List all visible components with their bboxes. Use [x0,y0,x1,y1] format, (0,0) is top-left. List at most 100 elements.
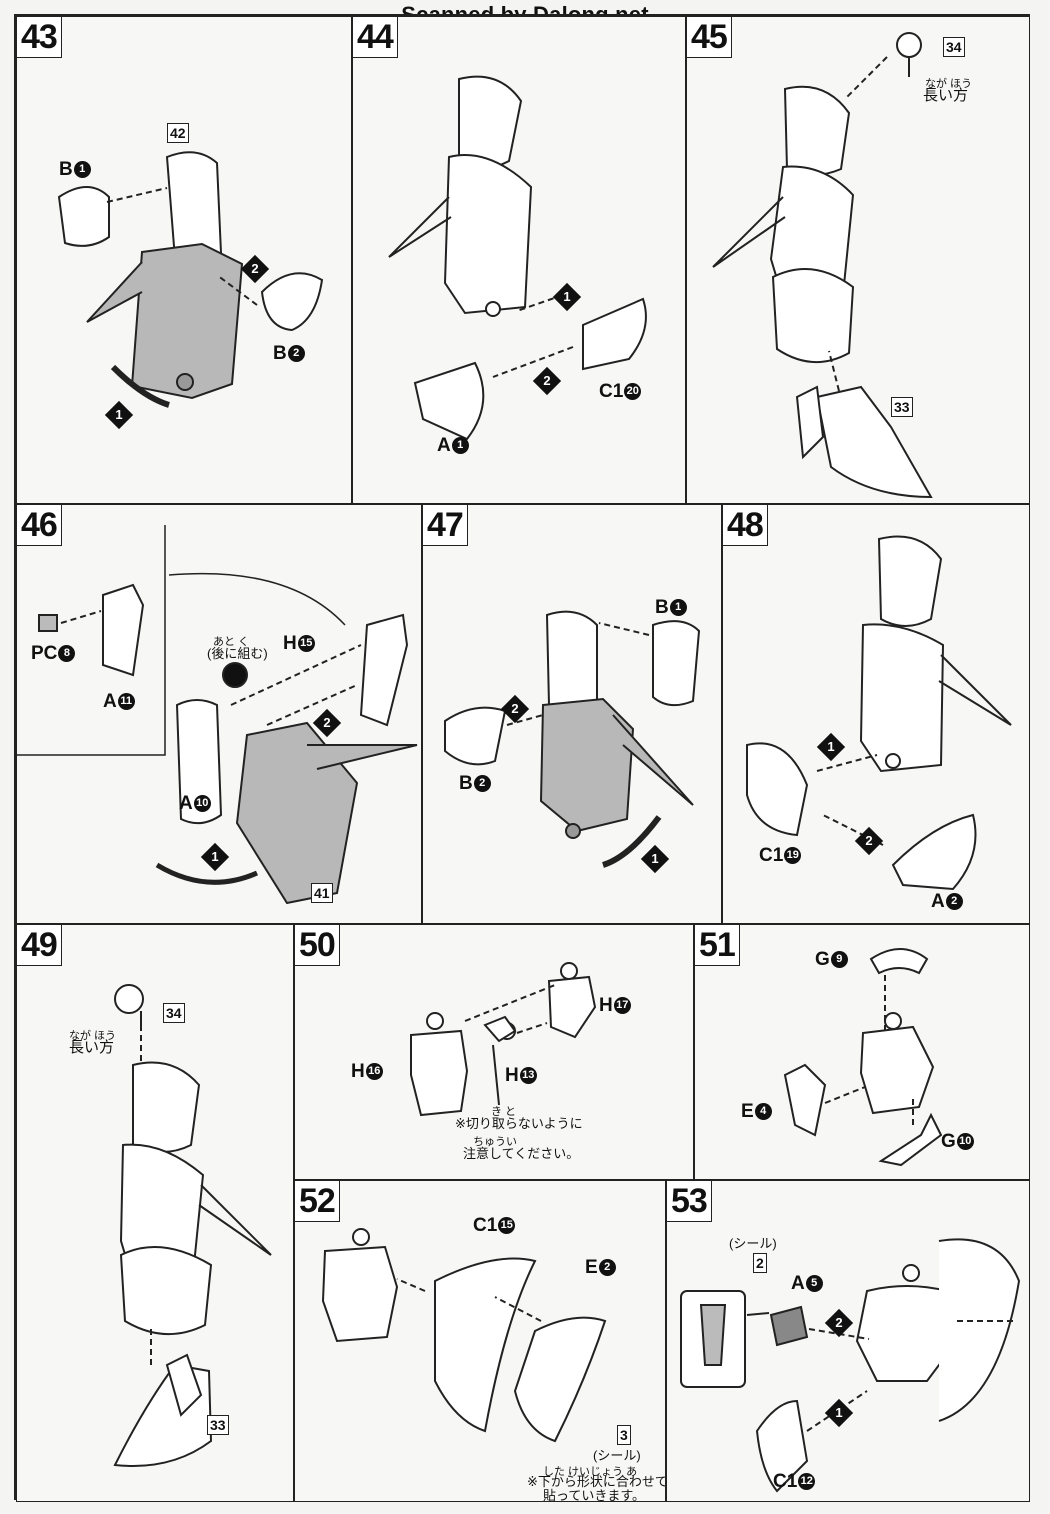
part-letter: H [283,633,297,654]
part-letter: A [791,1273,805,1294]
step-49: 49 34 なが ほう 長い方 33 [16,924,294,1502]
step-44-drawing [388,75,647,441]
part-letter: G [815,949,830,970]
part-number: 12 [798,1473,816,1491]
step-49-drawing [113,984,272,1467]
part-number: 2 [598,1259,616,1277]
seal-label: (シール) [593,1448,641,1463]
step-number: 48 [723,505,768,546]
part-number: 4 [754,1103,772,1121]
part-number: 1 [73,161,91,179]
part-letter: H [351,1061,365,1082]
step-number: 46 [17,505,62,546]
order-marker-1: 1 [816,732,846,762]
ruby-text: した けいじょう あ [543,1466,638,1478]
part-number: 15 [498,1217,516,1235]
part-number: 20 [624,383,642,401]
part-number: 10 [193,795,211,813]
step-number: 44 [353,17,398,58]
order-marker-1: 1 [824,1398,854,1428]
step-number: 49 [17,925,62,966]
note-assemble-later: (後に組む) [207,646,268,661]
note-long-side: 長い方 [69,1039,115,1056]
ref-part-33: 33 [891,397,913,417]
part-letter: B [59,159,73,180]
part-letter: A [437,435,451,456]
order-marker-2: 2 [854,826,884,856]
note-apply-from-bottom: ※下から形状に合わせて [527,1474,666,1489]
part-number: 1 [669,599,687,617]
part-letter: A [931,891,945,912]
part-number: 16 [365,1063,383,1081]
order-marker-1: 1 [552,282,582,312]
order-marker-1: 1 [200,842,230,872]
step-number: 47 [423,505,468,546]
step-number: 51 [695,925,740,966]
step-48-drawing [746,535,1012,891]
step-51-drawing [783,948,943,1167]
part-letter: C1 [773,1471,798,1492]
note-do-not-cut: ※切り取らないように [455,1116,583,1131]
part-letter: E [585,1257,598,1278]
ref-part-34: 34 [163,1003,185,1023]
part-letter: PC [31,643,58,664]
note-long-side: 長い方 [923,87,969,104]
ruby-text: なが ほう [69,1030,117,1042]
seal-ref-2: 2 [753,1253,767,1273]
step-47-drawing [444,610,701,868]
ref-part-42: 42 [167,123,189,143]
seal-label: (シール) [729,1236,777,1251]
note-be-careful: 注意してください。 [463,1146,580,1161]
part-letter: B [459,773,473,794]
order-marker-2: 2 [312,708,342,738]
part-letter: A [179,793,193,814]
part-number: 19 [784,847,802,865]
ref-part-34: 34 [943,37,965,57]
step-45-drawing [712,32,933,499]
ruby-text: ちゅうい [473,1136,517,1148]
part-number: 15 [297,635,315,653]
ref-part-41: 41 [311,883,333,903]
part-number: 17 [613,997,631,1015]
part-letter: G [941,1131,956,1152]
ruby-text: なが ほう [925,78,973,90]
part-number: 10 [956,1133,974,1151]
part-number: 11 [117,693,135,711]
step-number: 53 [667,1181,712,1222]
part-number: 2 [287,345,305,363]
part-number: 9 [830,951,848,969]
part-number: 8 [58,645,76,663]
step-number: 50 [295,925,340,966]
ruby-text: き と [491,1106,517,1118]
ref-part-33: 33 [207,1415,229,1435]
part-letter: B [655,597,669,618]
note-stick: 貼っていきます。 [543,1488,646,1502]
order-marker-2: 2 [240,254,270,284]
part-number: 13 [519,1067,537,1085]
step-number: 43 [17,17,62,58]
ruby-text: あと く [213,636,250,648]
part-number: 5 [805,1275,823,1293]
